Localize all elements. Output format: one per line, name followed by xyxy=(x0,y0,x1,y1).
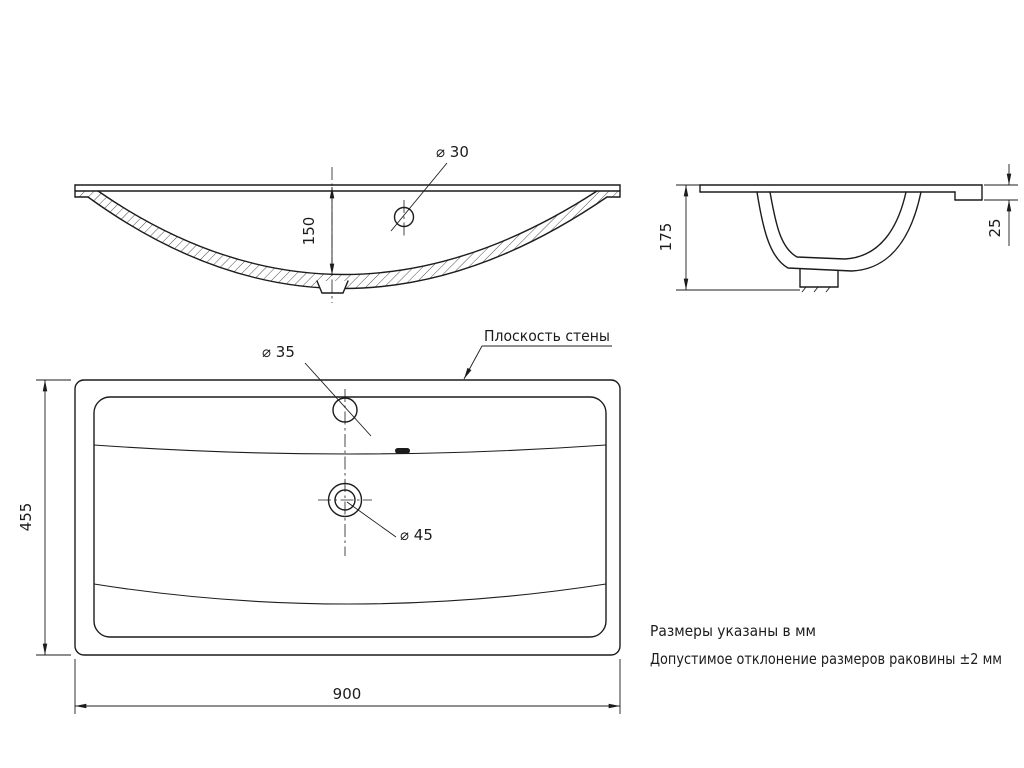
front-section-view: 150 ⌀ 30 xyxy=(74,143,621,303)
side-bowl-inner xyxy=(769,191,907,260)
dim-label-drain-diameter: ⌀ 45 xyxy=(400,526,433,544)
note-tolerance: Допустимое отклонение размеров раковины … xyxy=(650,650,1002,668)
dim-label-175: 175 xyxy=(657,223,675,252)
plan-view: ⌀ 35 ⌀ 45 Плоскость стены 455 900 xyxy=(17,327,621,714)
overflow-hole-circle xyxy=(393,206,415,228)
faucet-deck-edge xyxy=(93,444,607,455)
drain-notch xyxy=(316,280,349,294)
overflow-leader-line xyxy=(390,162,448,232)
overflow-slot xyxy=(395,448,410,454)
dim-label-455: 455 xyxy=(17,503,35,532)
faucet-hole-circle xyxy=(332,397,358,423)
note-units: Размеры указаны в мм xyxy=(650,622,816,640)
boss-tick-2 xyxy=(813,286,819,293)
drain-outer-circle xyxy=(327,482,363,518)
drain-inner-circle xyxy=(334,489,356,511)
dim-label-150: 150 xyxy=(300,217,318,246)
plan-outer-outline xyxy=(74,379,621,656)
dim-label-900: 900 xyxy=(333,685,362,703)
dim-label-faucet-diameter: ⌀ 35 xyxy=(262,343,295,361)
notes: Размеры указаны в мм Допустимое отклонен… xyxy=(650,622,1002,668)
side-bowl-outer xyxy=(756,191,922,272)
dim-label-overflow-diameter: ⌀ 30 xyxy=(436,143,469,161)
wall-plane-leader xyxy=(463,345,483,380)
boss-tick-1 xyxy=(801,286,807,293)
boss-tick-3 xyxy=(825,286,831,293)
side-section-view: 175 25 xyxy=(657,164,1018,293)
wall-plane-label: Плоскость стены xyxy=(484,327,610,345)
dim-label-25: 25 xyxy=(986,218,1004,237)
basin-bottom-edge xyxy=(93,583,607,605)
plan-basin-opening xyxy=(93,396,607,638)
drain-leader-line xyxy=(346,501,397,538)
bowl-inner-curve xyxy=(97,190,598,276)
